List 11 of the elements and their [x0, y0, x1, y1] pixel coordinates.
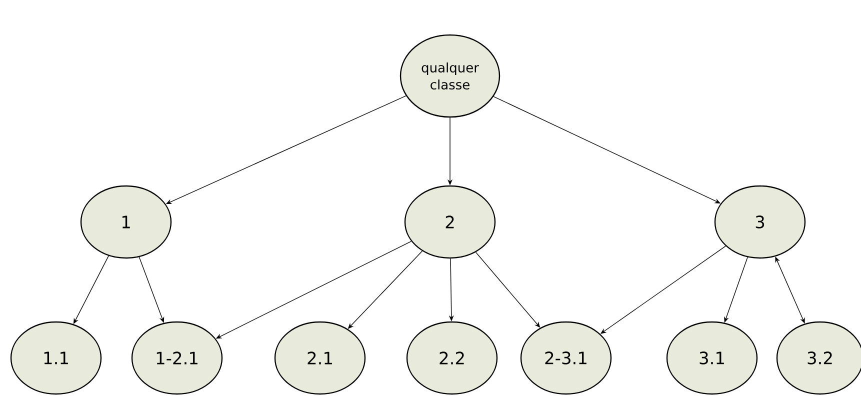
ellipse-node: 1.1	[10, 321, 102, 395]
ellipse-node: qualquer classe	[400, 34, 500, 118]
ellipse-node: 2	[404, 185, 496, 259]
ellipse-node: 3	[714, 185, 806, 259]
ellipse-node: 3.2	[776, 321, 861, 395]
ellipse-node: 2-3.1	[520, 321, 612, 395]
ellipse-node: 1-2.1	[131, 321, 223, 395]
ellipse-node: 3.1	[666, 321, 758, 395]
ellipse-node: 1	[80, 185, 172, 259]
ellipse-node: 2.2	[406, 321, 498, 395]
ellipse-node: 2.1	[274, 321, 366, 395]
